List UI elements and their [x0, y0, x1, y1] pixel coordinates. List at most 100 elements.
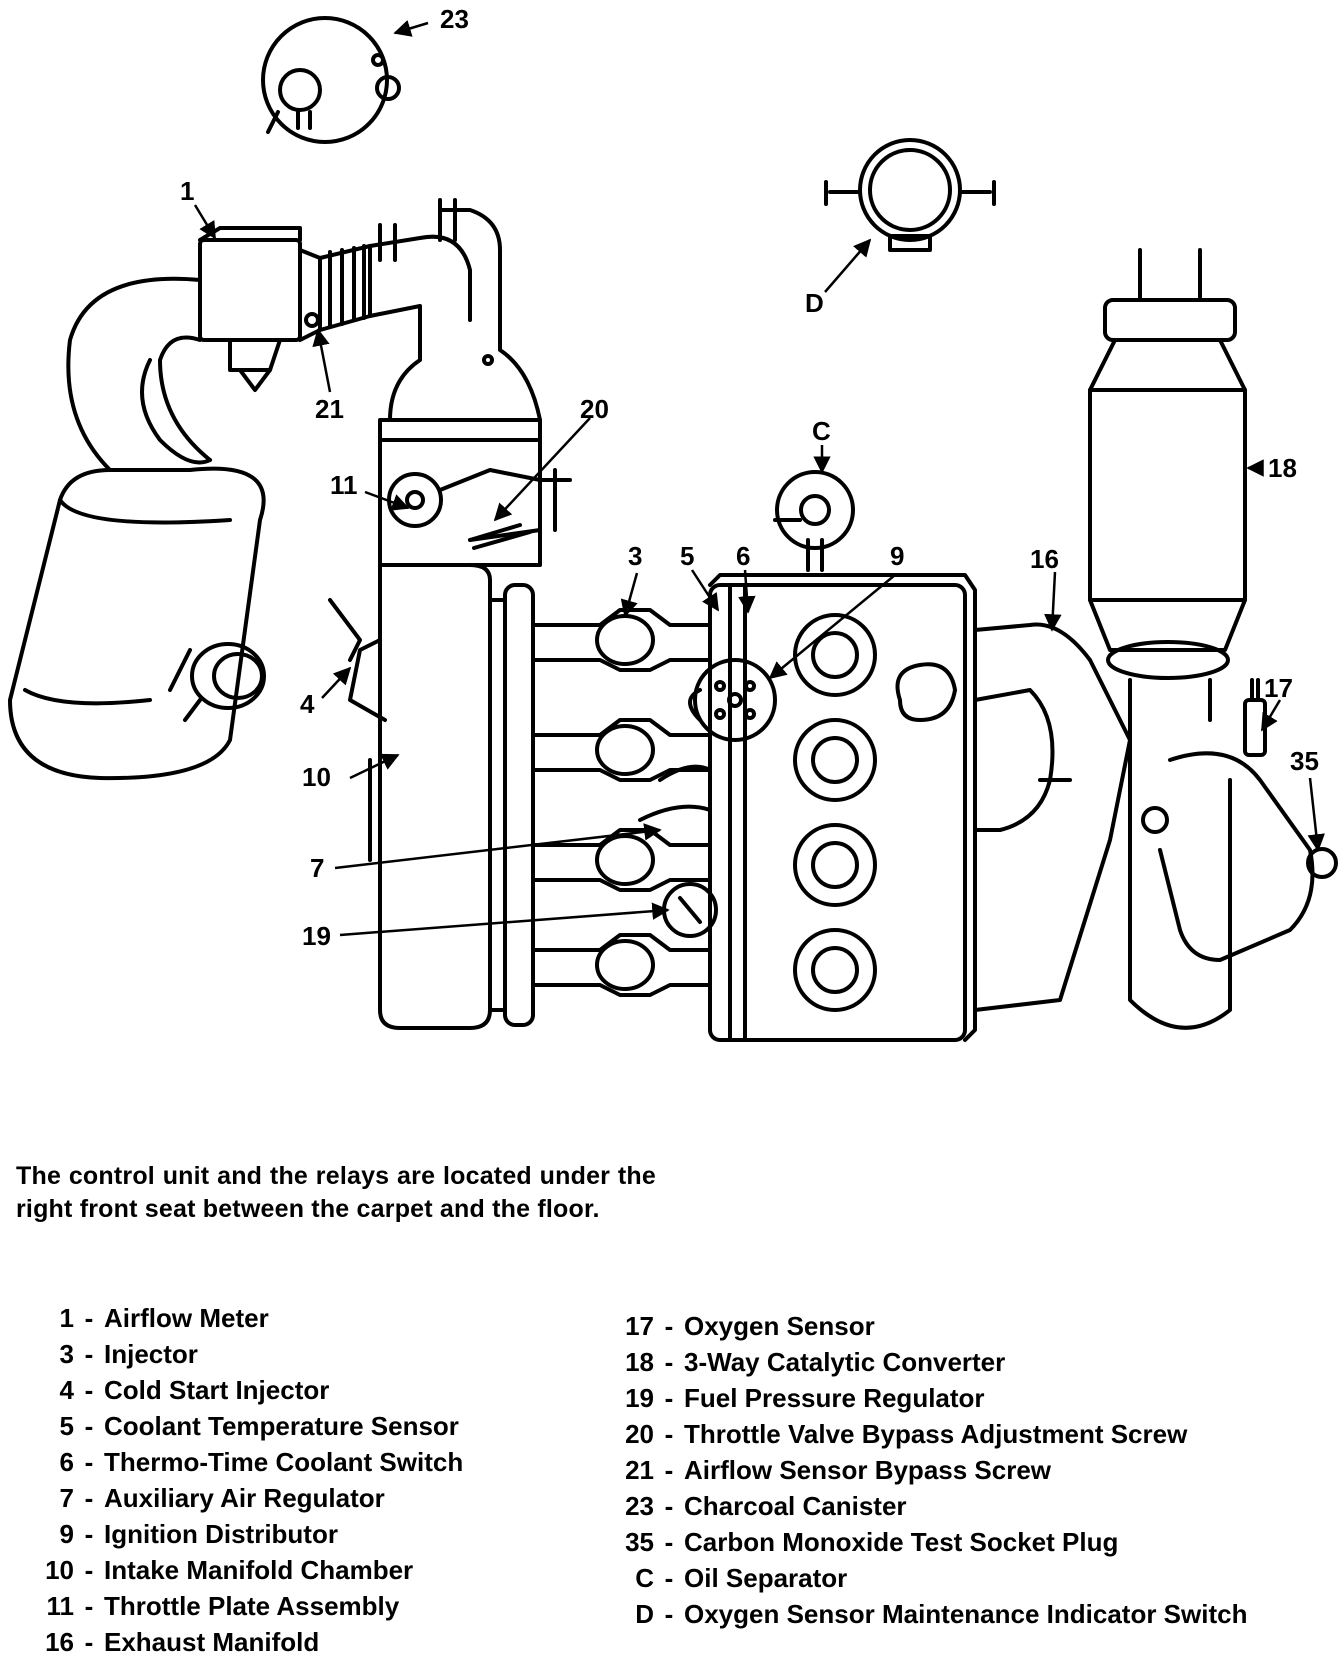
oxygen-switch-detail — [824, 138, 996, 252]
legend-item: 16-Exhaust Manifold — [14, 1624, 463, 1660]
legend-key: 10 — [45, 1555, 74, 1585]
legend-separator: - — [84, 1447, 94, 1477]
legend-key: 35 — [625, 1527, 654, 1557]
legend-separator: - — [664, 1563, 674, 1593]
legend-key: 18 — [625, 1347, 654, 1377]
exhaust-pipe — [1128, 678, 1338, 1030]
callout-3: 3 — [628, 541, 642, 571]
legend-key: 4 — [59, 1375, 74, 1405]
legend-item: C-Oil Separator — [620, 1560, 1247, 1596]
callout-C: C — [812, 416, 831, 446]
legend-label: Oxygen Sensor Maintenance Indicator Swit… — [684, 1599, 1248, 1629]
legend-label: Thermo-Time Coolant Switch — [104, 1447, 464, 1477]
legend-item: 3-Injector — [14, 1336, 463, 1372]
legend-label: Intake Manifold Chamber — [104, 1555, 414, 1585]
legend-label: Throttle Plate Assembly — [104, 1591, 400, 1621]
legend-separator: - — [84, 1375, 94, 1405]
legend-item: 9-Ignition Distributor — [14, 1516, 463, 1552]
legend-separator: - — [84, 1627, 94, 1657]
legend-item: 17-Oxygen Sensor — [620, 1308, 1247, 1344]
legend-item: 11-Throttle Plate Assembly — [14, 1588, 463, 1624]
legend-separator: - — [664, 1419, 674, 1449]
injectors — [531, 608, 712, 997]
legend-label: Oil Separator — [684, 1563, 848, 1593]
legend-separator: - — [664, 1383, 674, 1413]
callout-23: 23 — [440, 4, 469, 34]
legend-key: 1 — [59, 1303, 74, 1333]
legend-separator: - — [664, 1527, 674, 1557]
legend-separator: - — [664, 1347, 674, 1377]
charcoal-canister-detail — [261, 16, 401, 144]
legend-label: Cold Start Injector — [104, 1375, 330, 1405]
callout-10: 10 — [302, 762, 331, 792]
legend-separator: - — [84, 1303, 94, 1333]
callout-6: 6 — [736, 541, 750, 571]
legend-label: Coolant Temperature Sensor — [104, 1411, 459, 1441]
legend-key: 6 — [59, 1447, 74, 1477]
legend-key: 20 — [625, 1419, 654, 1449]
intake-manifold-chamber — [328, 563, 492, 1030]
callout-7: 7 — [310, 853, 324, 883]
legend-item: 5-Coolant Temperature Sensor — [14, 1408, 463, 1444]
legend-separator: - — [84, 1483, 94, 1513]
legend-item: 4-Cold Start Injector — [14, 1372, 463, 1408]
legend-key: 9 — [59, 1519, 74, 1549]
air-filter-housing — [8, 466, 266, 781]
legend-separator: - — [84, 1411, 94, 1441]
legend-label: Fuel Pressure Regulator — [684, 1383, 985, 1413]
legend-separator: - — [84, 1591, 94, 1621]
legend-item: 7-Auxiliary Air Regulator — [14, 1480, 463, 1516]
legend-item: 10-Intake Manifold Chamber — [14, 1552, 463, 1588]
callout-4: 4 — [300, 689, 315, 719]
legend-key: 5 — [59, 1411, 74, 1441]
leader-lines — [193, 20, 1325, 937]
legend-label: Ignition Distributor — [104, 1519, 338, 1549]
legend-separator: - — [664, 1311, 674, 1341]
callout-19: 19 — [302, 921, 331, 951]
legend-key: 7 — [59, 1483, 74, 1513]
legend-item: 35-Carbon Monoxide Test Socket Plug — [620, 1524, 1247, 1560]
legend-key: 21 — [625, 1455, 654, 1485]
legend-label: Throttle Valve Bypass Adjustment Screw — [684, 1419, 1188, 1449]
callout-9: 9 — [890, 541, 904, 571]
callout-20: 20 — [580, 394, 609, 424]
callout-35: 35 — [1290, 746, 1319, 776]
legend-item: 18-3-Way Catalytic Converter — [620, 1344, 1247, 1380]
legend-separator: - — [664, 1599, 674, 1629]
callout-1: 1 — [180, 176, 194, 206]
callout-D: D — [805, 288, 824, 318]
legend-separator: - — [84, 1519, 94, 1549]
fuel-rail — [488, 583, 535, 1027]
legend-item: 1-Airflow Meter — [14, 1300, 463, 1336]
callout-5: 5 — [680, 541, 694, 571]
legend-key: 23 — [625, 1491, 654, 1521]
bellows-connector — [318, 234, 472, 332]
callout-11: 11 — [330, 470, 358, 500]
legend-key: C — [635, 1563, 654, 1593]
legend-item: 21-Airflow Sensor Bypass Screw — [620, 1452, 1247, 1488]
catalytic-converter — [1088, 248, 1247, 722]
callout-16: 16 — [1030, 544, 1059, 574]
legend-label: 3-Way Catalytic Converter — [684, 1347, 1006, 1377]
legend-key: D — [635, 1599, 654, 1629]
callout-18: 18 — [1268, 453, 1297, 483]
intake-throat — [378, 198, 542, 422]
legend-label: Exhaust Manifold — [104, 1627, 320, 1657]
callout-21: 21 — [315, 394, 344, 424]
legend-item: 23-Charcoal Canister — [620, 1488, 1247, 1524]
legend-label: Oxygen Sensor — [684, 1311, 875, 1341]
location-note: The control unit and the relays are loca… — [16, 1162, 656, 1223]
legend-item: 20-Throttle Valve Bypass Adjustment Scre… — [620, 1416, 1247, 1452]
legend-label: Auxiliary Air Regulator — [104, 1483, 385, 1513]
legend-key: 16 — [45, 1627, 74, 1657]
legend-key: 17 — [625, 1311, 654, 1341]
legend-item: 19-Fuel Pressure Regulator — [620, 1380, 1247, 1416]
legend-key: 3 — [59, 1339, 74, 1369]
legend-label: Airflow Sensor Bypass Screw — [684, 1455, 1052, 1485]
legend-label: Charcoal Canister — [684, 1491, 907, 1521]
oil-separator-detail — [773, 470, 855, 572]
legend-separator: - — [664, 1491, 674, 1521]
legend-label: Injector — [104, 1339, 198, 1369]
